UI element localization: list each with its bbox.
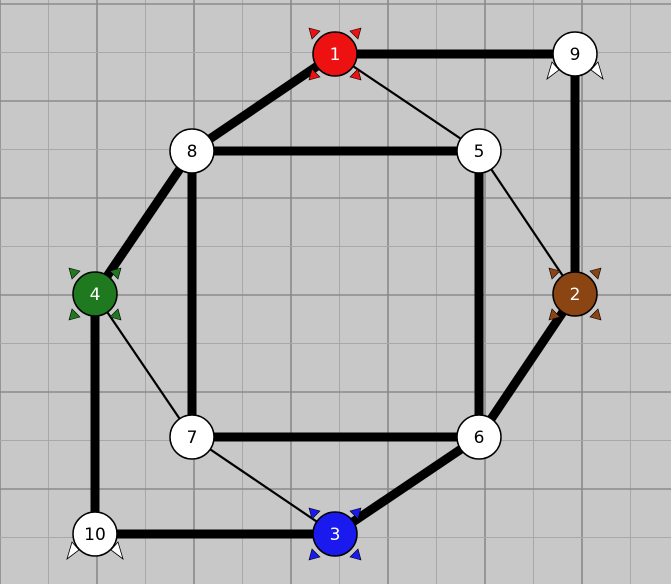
edge-8-4[interactable] [91, 148, 196, 297]
spiked-icon [308, 507, 362, 561]
node-label: 1 [330, 45, 341, 65]
edge-4-7[interactable] [94, 293, 193, 438]
node-8[interactable]: 8 [169, 128, 215, 174]
node-label: 9 [570, 45, 581, 65]
node-circle [72, 271, 118, 317]
edge-7-3[interactable] [191, 436, 336, 535]
node-circle [456, 414, 502, 460]
spiked-icon [308, 27, 362, 81]
spiked-icon [548, 267, 602, 321]
node-circle [456, 128, 502, 174]
node-label: 3 [330, 525, 341, 545]
node-5[interactable]: 5 [456, 128, 502, 174]
edge-6-3[interactable] [332, 433, 482, 538]
node-circle [169, 128, 215, 174]
node-3[interactable]: 3 [308, 507, 362, 561]
node-4[interactable]: 4 [68, 267, 122, 321]
node-10[interactable]: 10 [66, 511, 124, 561]
edge-1-5[interactable] [334, 53, 480, 152]
edge-5-2[interactable] [478, 150, 576, 295]
node-label: 2 [570, 285, 581, 305]
node-label: 4 [90, 285, 101, 305]
graph-edges [90, 49, 580, 539]
node-6[interactable]: 6 [456, 414, 502, 460]
node-circle [552, 271, 598, 317]
node-circle [72, 511, 118, 557]
node-circle [552, 31, 598, 77]
node-label: 10 [84, 525, 106, 545]
node-circle [312, 31, 358, 77]
node-label: 7 [187, 428, 198, 448]
node-label: 6 [474, 428, 485, 448]
edge-1-8[interactable] [189, 50, 338, 155]
node-label: 5 [474, 142, 485, 162]
graph-nodes: 1 2 3 4 5 6 7 8 9 10 [66, 27, 604, 561]
node-9[interactable]: 9 [546, 31, 604, 81]
node-1[interactable]: 1 [308, 27, 362, 81]
edge-2-6[interactable] [475, 291, 579, 440]
node-circle [169, 414, 215, 460]
node-2[interactable]: 2 [548, 267, 602, 321]
node-circle [312, 511, 358, 557]
node-7[interactable]: 7 [169, 414, 215, 460]
spiked-icon [68, 267, 122, 321]
footed-icon [546, 61, 604, 81]
node-label: 8 [187, 142, 198, 162]
footed-icon [66, 541, 124, 561]
